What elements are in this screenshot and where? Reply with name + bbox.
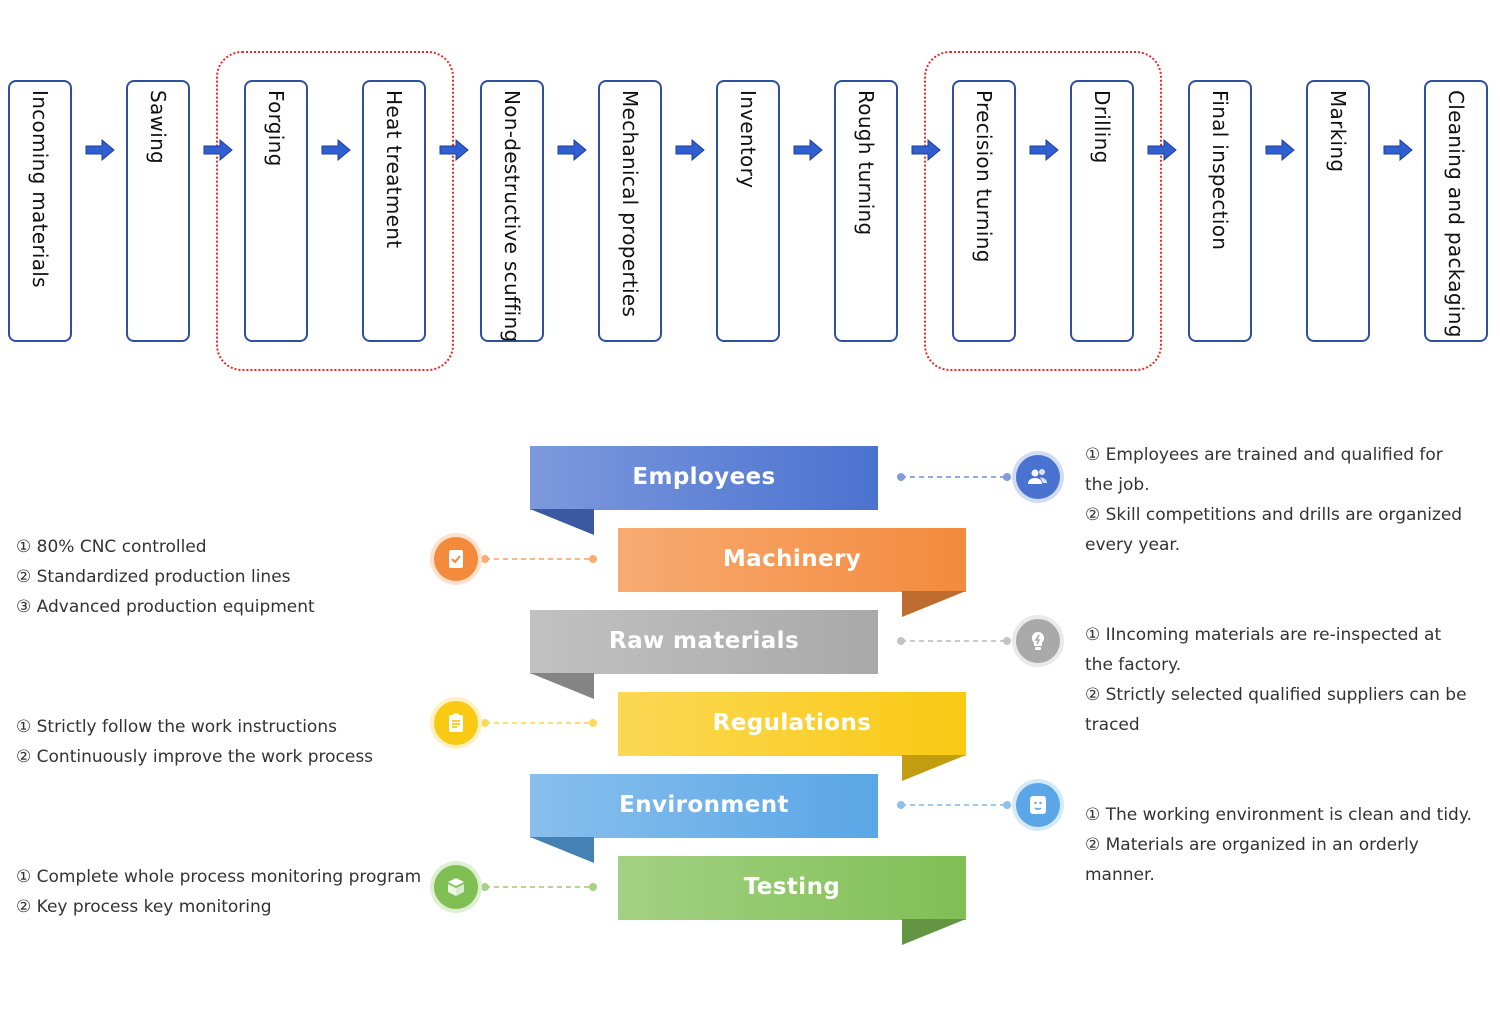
process-step-mechanical-properties: Mechanical properties — [598, 80, 662, 342]
arrow-right-icon — [911, 139, 941, 161]
factor-title: Environment — [619, 792, 789, 818]
process-step-label: Non-destructive scuffing — [500, 90, 524, 343]
dashed-connector — [897, 801, 1011, 809]
description-line: ① The working environment is clean and t… — [1085, 805, 1472, 825]
arrow-right-icon — [675, 139, 705, 161]
process-step-incoming-materials: Incoming materials — [8, 80, 72, 342]
description-line: ② Materials are organized in an orderly — [1085, 835, 1419, 855]
box-icon — [434, 865, 478, 909]
dashed-connector — [481, 555, 597, 563]
process-flow: Incoming materials Sawing Forging Heat trea… — [0, 0, 1500, 400]
process-step-marking: Marking — [1306, 80, 1370, 342]
ribbon-fold — [530, 673, 594, 699]
factor-description-employees: ① Employees are trained and qualified fo… — [1085, 440, 1462, 560]
factor-title: Employees — [632, 464, 776, 490]
factor-ribbon-environment: Environment — [530, 774, 878, 838]
users-icon — [1016, 455, 1060, 499]
highlight-group-1 — [216, 51, 454, 371]
process-step-precision-turning: Precision turning — [952, 80, 1016, 342]
process-step-non-destructive-scuffing: Non-destructive scuffing — [480, 80, 544, 342]
factor-ribbon-employees: Employees — [530, 446, 878, 510]
process-step-forging: Forging — [244, 80, 308, 342]
factor-description-machinery: ① 80% CNC controlled ② Standardized produ… — [16, 532, 315, 622]
arrow-right-icon — [1029, 139, 1059, 161]
ribbon-fold — [530, 509, 594, 535]
description-line: ① Strictly follow the work instructions — [16, 717, 337, 737]
description-line: ① IIncoming materials are re-inspected a… — [1085, 625, 1442, 645]
description-line: the job. — [1085, 475, 1150, 495]
description-line: the factory. — [1085, 655, 1182, 675]
factor-ribbon-testing: Testing — [618, 856, 966, 920]
description-line: traced — [1085, 715, 1140, 735]
description-line: ① Complete whole process monitoring prog… — [16, 867, 422, 887]
process-step-label: Inventory — [736, 90, 760, 189]
factor-title: Raw materials — [608, 628, 800, 654]
ribbon-fold — [902, 755, 966, 781]
factor-description-raw-materials: ① IIncoming materials are re-inspected a… — [1085, 620, 1467, 740]
description-line: ② Key process key monitoring — [16, 897, 272, 917]
arrow-right-icon — [439, 139, 469, 161]
factor-ribbon-raw-materials: Raw materials — [530, 610, 878, 674]
arrow-right-icon — [793, 139, 823, 161]
badge-check-icon — [434, 537, 478, 581]
dashed-connector — [897, 473, 1011, 481]
highlight-group-2 — [924, 51, 1162, 371]
process-step-drilling: Drilling — [1070, 80, 1134, 342]
dashed-connector — [897, 637, 1011, 645]
factor-ribbon-machinery: Machinery — [618, 528, 966, 592]
process-step-label: Rough turning — [854, 90, 878, 236]
process-step-rough-turning: Rough turning — [834, 80, 898, 342]
process-step-heat-treatment: Heat treatment — [362, 80, 426, 342]
process-step-label: Marking — [1326, 90, 1350, 173]
process-step-label: Heat treatment — [382, 90, 406, 249]
factor-description-environment: ① The working environment is clean and t… — [1085, 800, 1472, 890]
process-step-label: Forging — [264, 90, 288, 167]
process-step-label: Sawing — [146, 90, 170, 165]
process-step-label: Cleaning and packaging — [1444, 90, 1468, 338]
process-step-label: Final inspection — [1208, 90, 1232, 251]
face-frame-icon — [1016, 783, 1060, 827]
process-step-label: Incoming materials — [28, 90, 52, 288]
factor-title: Machinery — [722, 546, 862, 572]
process-step-cleaning-and-packaging: Cleaning and packaging — [1424, 80, 1488, 342]
description-line: ② Standardized production lines — [16, 567, 291, 587]
factor-description-testing: ① Complete whole process monitoring prog… — [16, 862, 421, 922]
ribbon-fold — [902, 919, 966, 945]
description-line: ② Skill competitions and drills are orga… — [1085, 505, 1463, 525]
factor-title: Testing — [743, 874, 841, 900]
process-step-label: Drilling — [1090, 90, 1114, 164]
description-line: ② Continuously improve the work process — [16, 747, 374, 767]
process-step-inventory: Inventory — [716, 80, 780, 342]
process-step-label: Precision turning — [972, 90, 996, 263]
arrow-right-icon — [1265, 139, 1295, 161]
factor-description-regulations: ① Strictly follow the work instructions ②… — [16, 712, 373, 772]
ribbon-fold — [902, 591, 966, 617]
dashed-connector — [481, 719, 597, 727]
ribbon-fold — [530, 837, 594, 863]
process-step-label: Mechanical properties — [618, 90, 642, 318]
arrow-right-icon — [85, 139, 115, 161]
description-line: ③ Advanced production equipment — [16, 597, 315, 617]
description-line: ① 80% CNC controlled — [16, 537, 207, 557]
process-step-final-inspection: Final inspection — [1188, 80, 1252, 342]
description-line: ① Employees are trained and qualified fo… — [1085, 445, 1443, 465]
dashed-connector — [481, 883, 597, 891]
arrow-right-icon — [1383, 139, 1413, 161]
factor-ribbon-regulations: Regulations — [618, 692, 966, 756]
arrow-right-icon — [1147, 139, 1177, 161]
clipboard-icon — [434, 701, 478, 745]
arrow-right-icon — [557, 139, 587, 161]
arrow-right-icon — [203, 139, 233, 161]
description-line: ② Strictly selected qualified suppliers … — [1085, 685, 1467, 705]
arrow-right-icon — [321, 139, 351, 161]
factor-title: Regulations — [712, 710, 872, 736]
description-line: every year. — [1085, 535, 1181, 555]
lightbulb-icon — [1016, 619, 1060, 663]
description-line: manner. — [1085, 865, 1155, 885]
process-step-sawing: Sawing — [126, 80, 190, 342]
